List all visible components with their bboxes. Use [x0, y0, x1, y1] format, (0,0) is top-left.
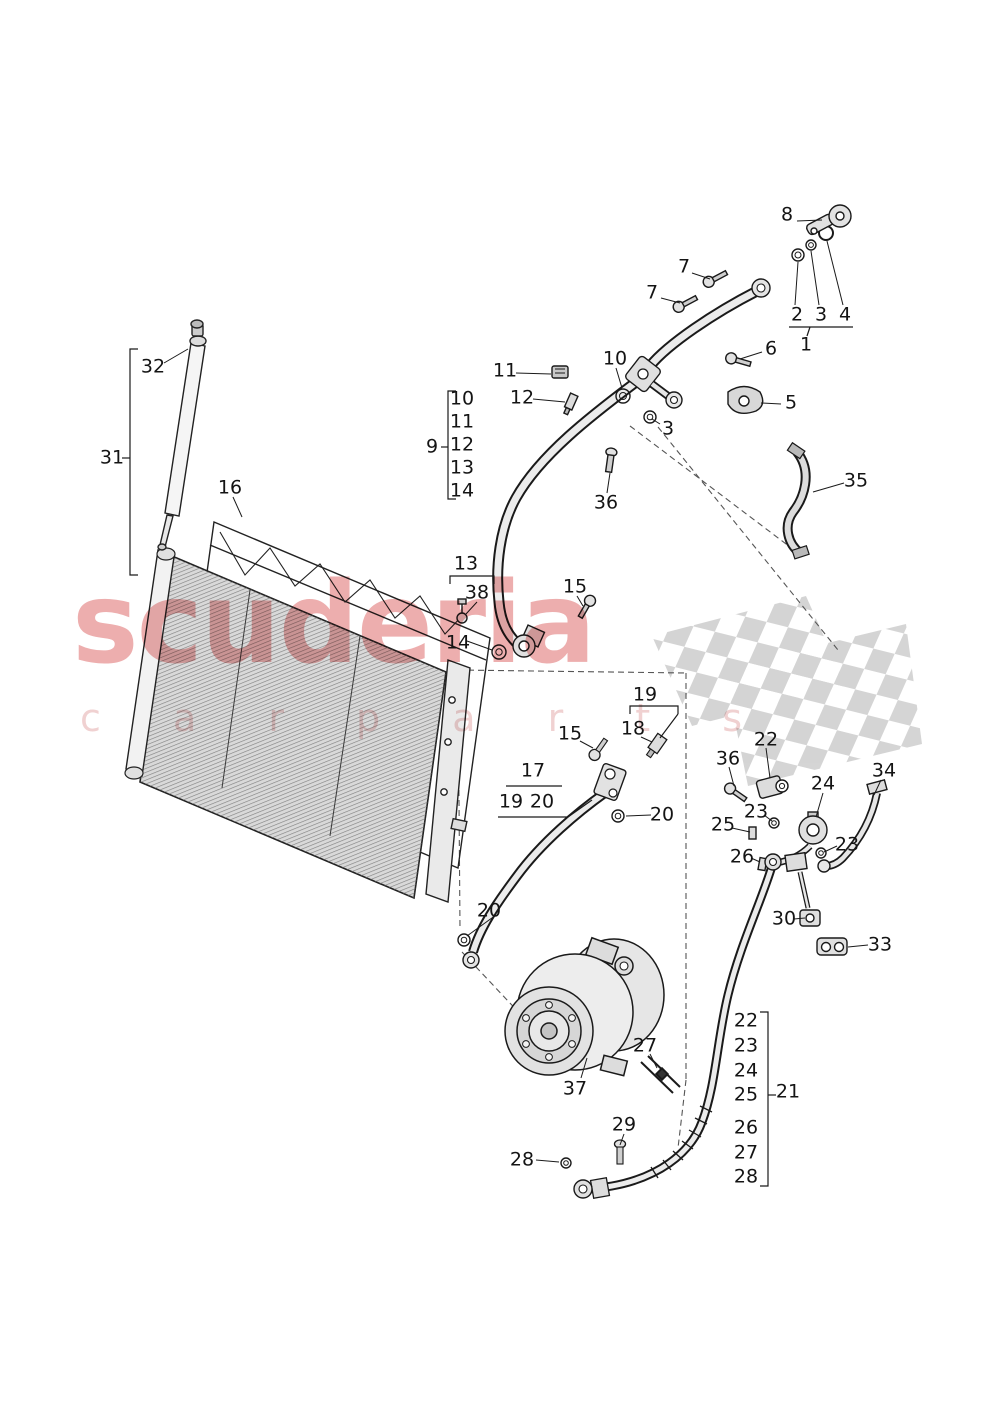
- bracket-8: [806, 204, 852, 236]
- bolt-15-upper: [577, 594, 597, 620]
- bolt-36-upper: [604, 447, 618, 474]
- valve-cluster: [723, 775, 888, 956]
- pipe-34: [817, 778, 888, 873]
- mid-pipe-fitting: [456, 594, 597, 660]
- refrigerant-pipe-mid: [457, 732, 668, 969]
- receiver-drier-tube: [157, 319, 207, 551]
- cable-tie-27: [640, 1055, 681, 1094]
- compressor: [504, 936, 665, 1077]
- bolt-36-lower: [723, 782, 748, 803]
- sensor-18: [645, 732, 668, 759]
- hose-35: [782, 441, 811, 560]
- bolt-6: [725, 352, 752, 368]
- valve-38: [456, 598, 468, 624]
- condenser-frame: [181, 521, 491, 903]
- bolt-7-lower: [672, 294, 699, 314]
- condenser-core: [124, 547, 447, 900]
- clamp-30: [799, 909, 821, 927]
- valve-core-12: [562, 392, 579, 416]
- checkered-flag-watermark: [652, 596, 922, 786]
- top-right-hardware: [551, 204, 852, 474]
- cap-11: [551, 365, 569, 379]
- bolt-7-upper: [702, 269, 729, 289]
- refrigerant-pipe-top: [492, 278, 771, 651]
- callout-brackets: [122, 326, 853, 1187]
- bolt-15-lower: [588, 737, 609, 762]
- expansion-valve-24: [798, 811, 828, 845]
- clamp-33: [816, 937, 848, 956]
- callout-leaders: [163, 219, 882, 1163]
- bracket-5: [727, 385, 764, 414]
